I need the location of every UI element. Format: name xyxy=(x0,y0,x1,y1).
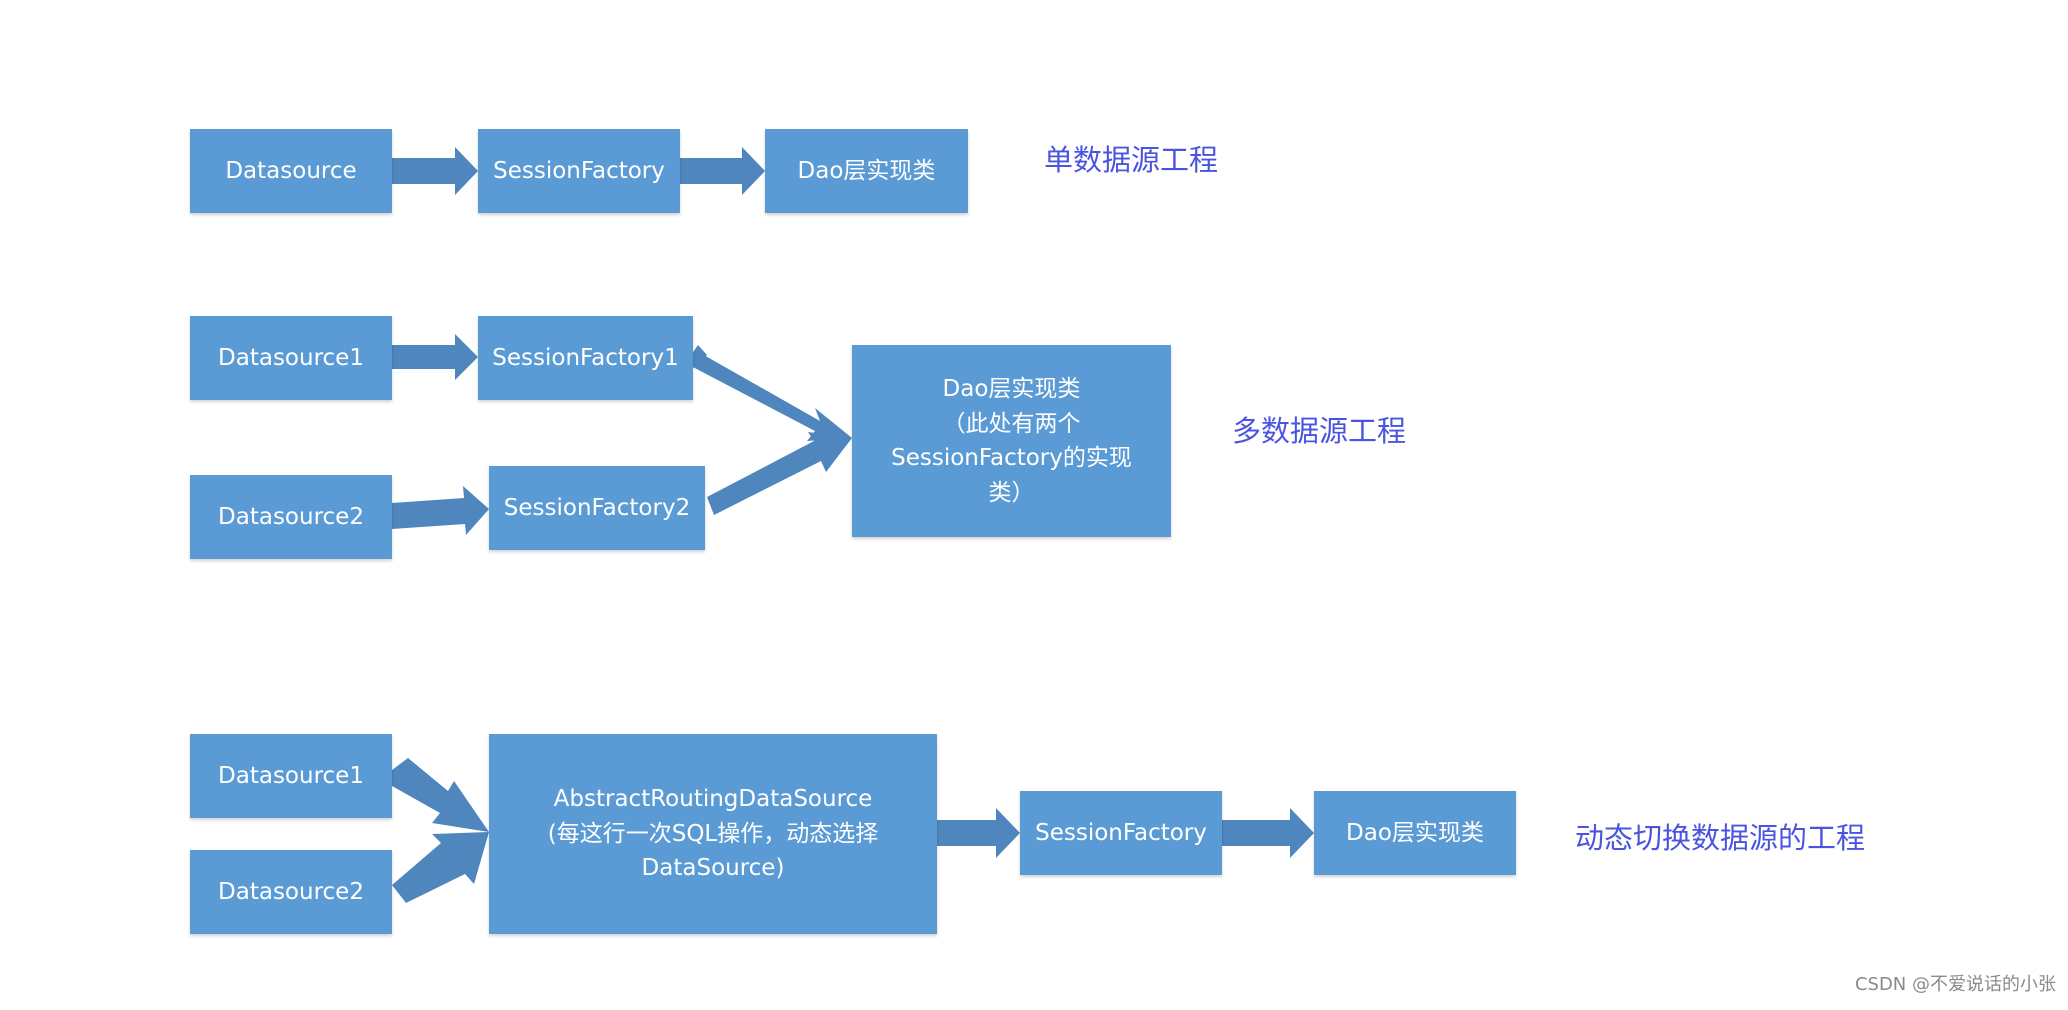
box-dao-multi-line-1: Dao层实现类 xyxy=(942,376,1081,402)
arrow-sessionfactory2-to-dao xyxy=(707,432,852,515)
box-dao-label: Dao层实现类 xyxy=(797,157,936,184)
arrow-routing-to-sessionfactory xyxy=(937,808,1020,858)
box-routing-line-1: AbstractRoutingDataSource xyxy=(553,786,873,813)
arrow-datasource-to-sessionfactory xyxy=(392,147,478,195)
arrow-datasource2-to-sessionfactory2 xyxy=(392,486,489,535)
box-dynamic-sessionfactory-label: SessionFactory xyxy=(1035,819,1207,846)
box-dao-multi-line-2: （此处有两个 xyxy=(942,410,1081,437)
box-dao-multi-line-4: 类） xyxy=(988,479,1035,506)
box-abstract-routing-datasource: AbstractRoutingDataSource (每这行一次SQL操作，动态… xyxy=(489,734,937,934)
box-dynamic-datasource1-label: Datasource1 xyxy=(218,762,364,789)
box-dao-multi: Dao层实现类 （此处有两个 SessionFactory的实现 类） xyxy=(852,345,1171,537)
box-sessionfactory: SessionFactory xyxy=(478,129,680,213)
box-dynamic-dao-label: Dao层实现类 xyxy=(1346,819,1484,846)
box-sessionfactory-label: SessionFactory xyxy=(493,157,665,184)
box-datasource-label: Datasource xyxy=(225,157,357,184)
box-dynamic-sessionfactory: SessionFactory xyxy=(1020,791,1222,875)
box-dao-multi-text: Dao层实现类 （此处有两个 SessionFactory的实现 类） xyxy=(891,372,1132,510)
arrow-sessionfactory-to-dao xyxy=(680,147,765,195)
arrow-sessionfactory-to-dao-row3 xyxy=(1222,808,1314,858)
arrow-datasource1-to-routing xyxy=(392,758,489,832)
box-dynamic-datasource2-label: Datasource2 xyxy=(218,878,364,905)
box-datasource1: Datasource1 xyxy=(190,316,392,400)
box-routing-line-3: DataSource) xyxy=(641,855,785,882)
box-datasource: Datasource xyxy=(190,129,392,213)
caption-single-source: 单数据源工程 xyxy=(1044,143,1219,177)
box-sessionfactory1-label: SessionFactory1 xyxy=(492,344,679,371)
arrow-sessionfactory1-to-dao-body xyxy=(689,350,852,441)
box-dynamic-datasource1: Datasource1 xyxy=(190,734,392,818)
box-abstract-routing-text: AbstractRoutingDataSource (每这行一次SQL操作，动态… xyxy=(548,782,879,886)
arrow-datasource1-to-sessionfactory1 xyxy=(392,334,478,380)
box-routing-line-2: (每这行一次SQL操作，动态选择 xyxy=(547,820,879,847)
caption-dynamic-source: 动态切换数据源的工程 xyxy=(1575,821,1866,855)
caption-multi-source: 多数据源工程 xyxy=(1232,414,1407,448)
box-sessionfactory1: SessionFactory1 xyxy=(478,316,693,400)
box-datasource2: Datasource2 xyxy=(190,475,392,559)
box-dao: Dao层实现类 xyxy=(765,129,968,213)
box-sessionfactory2-label: SessionFactory2 xyxy=(503,494,691,521)
box-dao-multi-line-3: SessionFactory的实现 xyxy=(891,445,1132,471)
arrow-datasource2-to-routing xyxy=(392,832,489,903)
box-dynamic-datasource2: Datasource2 xyxy=(190,850,392,934)
box-dynamic-dao: Dao层实现类 xyxy=(1314,791,1516,875)
watermark: CSDN @不爱说话的小张 xyxy=(1854,974,2056,995)
box-sessionfactory2: SessionFactory2 xyxy=(489,466,705,550)
box-datasource1-label: Datasource1 xyxy=(218,344,364,371)
box-datasource2-label: Datasource2 xyxy=(218,503,364,530)
